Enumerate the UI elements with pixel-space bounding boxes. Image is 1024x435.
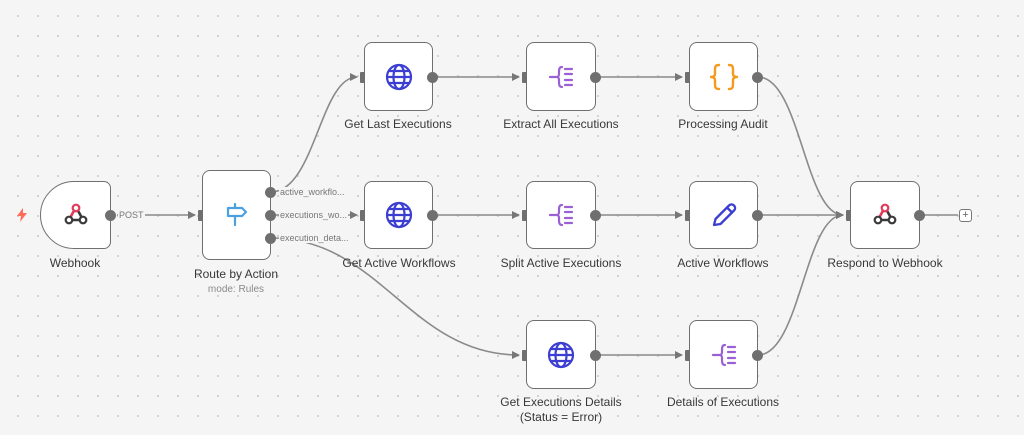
edge-label-post: POST — [118, 210, 145, 220]
edge-label-execution-details: execution_deta... — [279, 233, 350, 243]
node-get-active-workflows[interactable] — [364, 181, 433, 249]
node-label-respond-to-webhook: Respond to Webhook — [827, 256, 943, 270]
get-last-output-port[interactable] — [427, 71, 438, 83]
split-active-output-port[interactable] — [590, 209, 601, 221]
get-details-output-port[interactable] — [590, 349, 601, 361]
node-get-last-executions[interactable] — [364, 42, 433, 111]
node-processing-audit[interactable] — [689, 42, 758, 111]
globe-icon — [547, 341, 575, 369]
webhook-icon — [872, 203, 898, 227]
split-out-icon — [547, 64, 575, 90]
trigger-bolt-icon — [16, 208, 28, 224]
connection-route-get-details — [270, 237, 520, 359]
get-active-input-port[interactable] — [360, 209, 365, 221]
get-active-output-port[interactable] — [427, 209, 438, 221]
processing-audit-input-port[interactable] — [685, 71, 690, 83]
connection-details-respond — [757, 211, 844, 356]
node-route-by-action[interactable] — [202, 170, 271, 260]
get-last-input-port[interactable] — [360, 71, 365, 83]
node-details-of-executions[interactable] — [689, 320, 758, 389]
split-out-icon — [547, 202, 575, 228]
braces-icon — [709, 63, 739, 91]
webhook-output-port[interactable] — [105, 209, 116, 221]
node-active-workflows[interactable] — [689, 181, 758, 249]
node-label-split-active-executions: Split Active Executions — [500, 256, 622, 270]
split-out-icon — [710, 342, 738, 368]
edge-label-active-workflows: active_workflo... — [279, 187, 346, 197]
active-workflows-output-port[interactable] — [752, 209, 763, 221]
edge-label-executions-workflows: executions_wo... — [279, 210, 349, 220]
node-label-active-workflows: Active Workflows — [677, 256, 769, 270]
globe-icon — [385, 201, 413, 229]
node-get-executions-details[interactable] — [526, 320, 596, 389]
connection-audit-respond — [757, 76, 844, 219]
respond-input-port[interactable] — [846, 209, 851, 221]
route-output-port-2[interactable] — [265, 209, 276, 221]
node-label-get-executions-details: Get Executions Details (Status = Error) — [471, 395, 651, 425]
node-label-get-active-workflows: Get Active Workflows — [342, 256, 456, 270]
details-exec-output-port[interactable] — [752, 349, 763, 361]
node-respond-to-webhook[interactable] — [850, 181, 920, 249]
node-split-active-executions[interactable] — [526, 181, 596, 249]
respond-output-port[interactable] — [914, 209, 925, 221]
route-output-port-1[interactable] — [265, 186, 276, 198]
node-sublabel-route-by-action: mode: Rules — [207, 284, 265, 295]
node-label-processing-audit: Processing Audit — [678, 117, 768, 131]
globe-icon — [385, 63, 413, 91]
node-label-route-by-action: Route by Action — [193, 267, 279, 281]
node-label-details-of-executions: Details of Executions — [666, 395, 780, 409]
get-details-input-port[interactable] — [522, 349, 527, 361]
node-extract-all-executions[interactable] — [526, 42, 596, 111]
pencil-icon — [710, 201, 738, 229]
node-label-extract-all-executions: Extract All Executions — [503, 117, 619, 131]
details-exec-input-port[interactable] — [685, 349, 690, 361]
connection-route-get-last — [270, 73, 358, 193]
extract-all-input-port[interactable] — [522, 71, 527, 83]
node-label-get-last-executions: Get Last Executions — [344, 117, 452, 131]
node-label-line-1: Get Executions Details — [500, 395, 622, 409]
route-output-port-3[interactable] — [265, 232, 276, 244]
node-webhook[interactable] — [40, 181, 111, 249]
node-label-line-2: (Status = Error) — [519, 410, 603, 424]
extract-all-output-port[interactable] — [590, 71, 601, 83]
active-workflows-input-port[interactable] — [685, 209, 690, 221]
add-node-button[interactable]: + — [959, 208, 972, 222]
signpost-icon — [224, 202, 250, 228]
processing-audit-output-port[interactable] — [752, 71, 763, 83]
webhook-icon — [63, 203, 89, 227]
node-label-webhook: Webhook — [49, 256, 101, 270]
split-active-input-port[interactable] — [522, 209, 527, 221]
route-input-port[interactable] — [198, 209, 203, 221]
